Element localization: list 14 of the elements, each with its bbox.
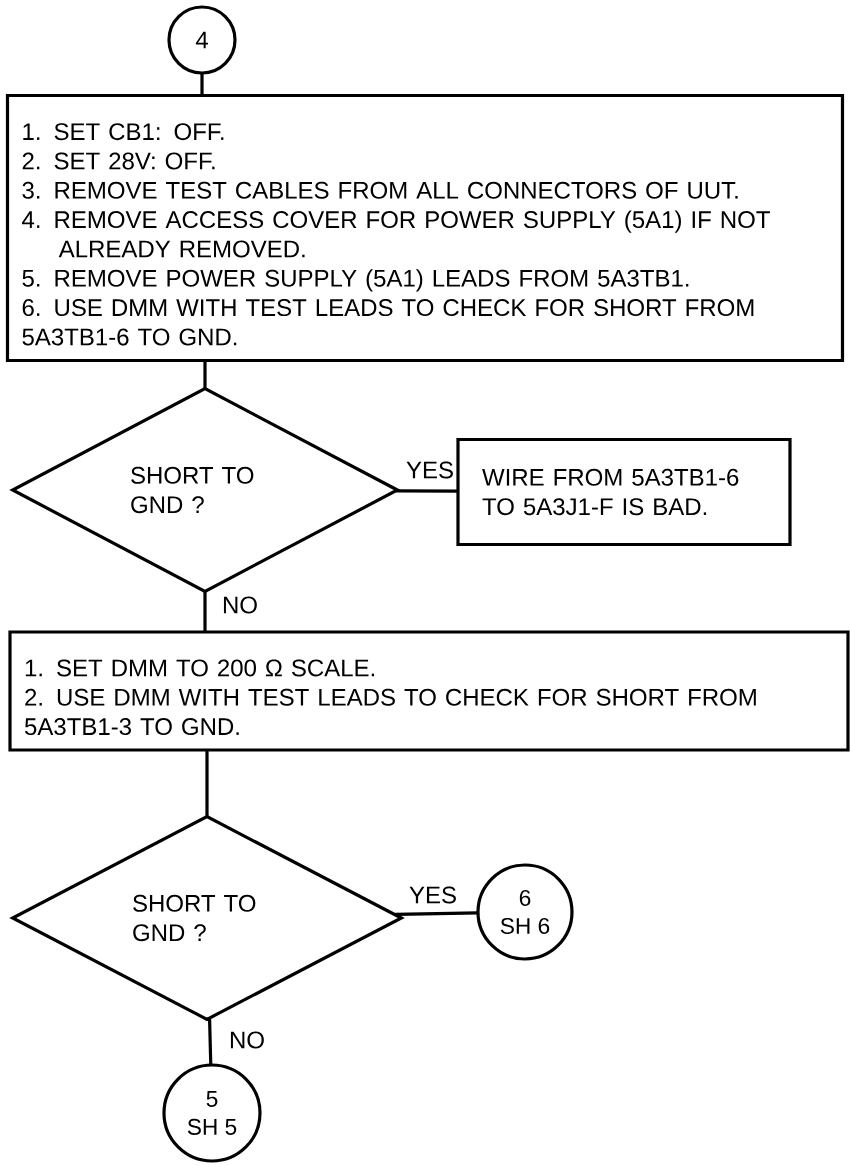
connector-line: [200, 73, 204, 96]
connector-line: [208, 1018, 213, 1065]
connector-line: [396, 489, 458, 493]
process-box: 1. SET DMM TO 200 Ω SCALE. 2. USE DMM WITH TEST LEADS TO CHECK FOR SHORT FROM 5A3TB1-3 TO GND.: [8, 630, 850, 752]
connector-line: [205, 750, 209, 816]
connector-line: [203, 592, 207, 632]
connector-line: [395, 911, 478, 917]
edge-label: NO: [220, 595, 260, 615]
edge-label: YES: [407, 885, 459, 905]
edge-label: NO: [227, 1030, 267, 1050]
process-box: 1. SET CB1: OFF. 2. SET 28V: OFF. 3. REMOVE TEST CABLES FROM ALL CONNECTORS OF UUT. 4. REMOVE ACCESS COVER FOR POWER SUPPLY (5A1) IF NOT ALREADY REMOVED. 5. REMOVE POWER SUPPLY (5A1) LEADS FROM 5A3TB1. 6. USE DMM WITH TEST LEADS TO CHECK FOR SHORT FROM 5A3TB1-6 TO GND.: [5, 93, 845, 363]
process-box: WIRE FROM 5A3TB1-6 TO 5A3J1-F IS BAD.: [456, 437, 792, 547]
connector-line: [203, 360, 207, 388]
edge-label: YES: [404, 460, 456, 480]
